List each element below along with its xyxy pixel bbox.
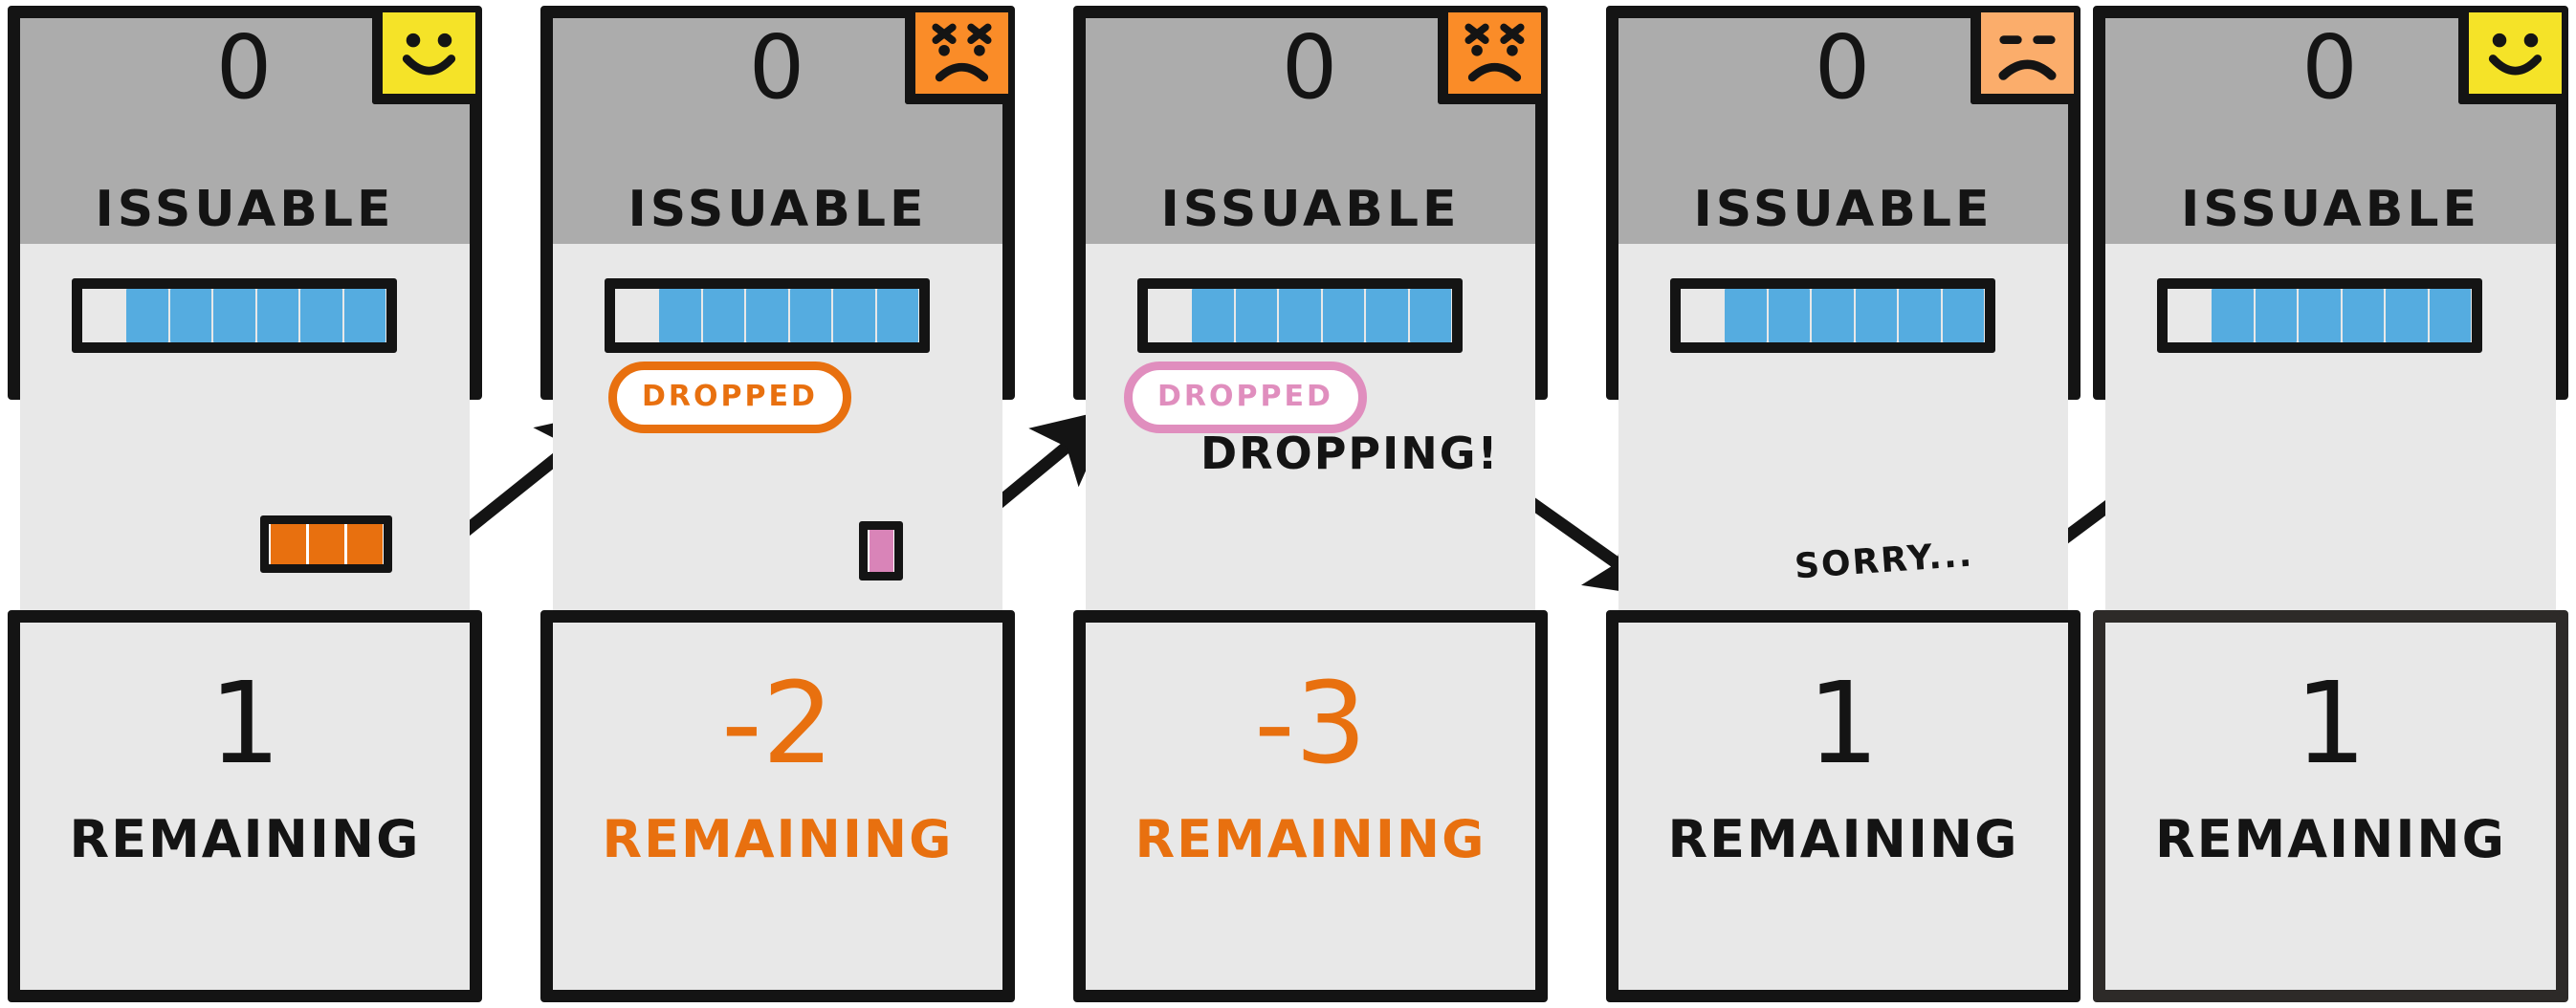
token-slot	[2342, 289, 2385, 342]
smiley-sad-icon	[1971, 12, 2074, 104]
token-slot	[702, 289, 745, 342]
card-header: 0 ISSUABLE	[1086, 12, 1541, 244]
remaining-label: REMAINING	[1667, 809, 2019, 869]
token-slot	[789, 289, 832, 342]
token-slot	[1322, 289, 1365, 342]
card-header: 0 ISSUABLE	[553, 12, 1008, 244]
dropping-annotation: DROPPING!	[1200, 427, 1500, 479]
token-slot	[1192, 289, 1234, 342]
token-progress-bar[interactable]	[605, 278, 930, 353]
issuable-label: ISSUABLE	[1160, 181, 1461, 238]
token-slot	[1682, 289, 1723, 342]
token-slot	[300, 289, 342, 342]
token-slot	[833, 289, 875, 342]
remaining-count: 1	[1807, 657, 1880, 789]
dropped-badge-label: DROPPED	[1157, 380, 1333, 413]
card-body	[1618, 244, 2068, 613]
token-slot	[83, 289, 124, 342]
token-slot	[256, 289, 299, 342]
remaining-card-5[interactable]: 1 REMAINING	[2093, 610, 2568, 1002]
token-slot	[1899, 289, 1941, 342]
remaining-count: -2	[721, 657, 834, 789]
smiley-happy-icon	[372, 12, 475, 104]
token-slot	[2429, 289, 2471, 342]
token-slot	[2212, 289, 2254, 342]
token-block	[270, 524, 306, 564]
token-slot	[1235, 289, 1278, 342]
dropped-badge-label: DROPPED	[642, 380, 818, 413]
token-slot	[616, 289, 657, 342]
card-body	[2105, 244, 2556, 613]
issuable-count: 0	[748, 16, 807, 119]
token-slot	[746, 289, 788, 342]
token-slot	[659, 289, 701, 342]
card-header: 0 ISSUABLE	[20, 12, 475, 244]
floating-token-group-orange	[260, 515, 392, 573]
issuable-card-5[interactable]: 0 ISSUABLE	[2093, 6, 2568, 613]
dropped-badge-pink: DROPPED	[1124, 362, 1367, 433]
remaining-card-2[interactable]: -2 REMAINING	[540, 610, 1015, 1002]
issuable-count: 0	[2301, 16, 2360, 119]
remaining-card-4[interactable]: 1 REMAINING	[1606, 610, 2081, 1002]
token-block	[308, 524, 344, 564]
issuable-count: 0	[215, 16, 275, 119]
smiley-angry-icon	[1438, 12, 1541, 104]
remaining-label: REMAINING	[602, 809, 954, 869]
token-slot	[1366, 289, 1408, 342]
issuable-card-2[interactable]: 0 ISSUABLE	[540, 6, 1015, 613]
issuable-card-1[interactable]: 0 ISSUABLE	[8, 6, 482, 613]
issuable-card-3[interactable]: 0 ISSUABLE	[1073, 6, 1548, 613]
token-slot	[2299, 289, 2341, 342]
token-slot	[2255, 289, 2298, 342]
token-slot	[876, 289, 918, 342]
dropped-badge-orange: DROPPED	[608, 362, 851, 433]
issuable-count: 0	[1814, 16, 1873, 119]
token-progress-bar[interactable]	[2157, 278, 2482, 353]
remaining-card-3[interactable]: -3 REMAINING	[1073, 610, 1548, 1002]
card-header: 0 ISSUABLE	[1618, 12, 2074, 244]
issuable-label: ISSUABLE	[2180, 181, 2481, 238]
token-block	[346, 524, 383, 564]
token-slot	[1725, 289, 1767, 342]
token-progress-bar[interactable]	[1670, 278, 1995, 353]
token-slot	[126, 289, 168, 342]
issuable-label: ISSUABLE	[95, 181, 395, 238]
token-progress-bar[interactable]	[1137, 278, 1463, 353]
token-slot	[169, 289, 212, 342]
card-body	[20, 244, 470, 613]
issuable-label: ISSUABLE	[627, 181, 928, 238]
remaining-count: 1	[209, 657, 281, 789]
token-slot	[1149, 289, 1190, 342]
remaining-label: REMAINING	[2155, 809, 2506, 869]
token-slot	[2169, 289, 2210, 342]
token-slot	[1942, 289, 1984, 342]
token-block	[869, 530, 893, 572]
token-slot	[1409, 289, 1451, 342]
issuable-label: ISSUABLE	[1693, 181, 1993, 238]
token-slot	[213, 289, 255, 342]
token-slot	[2386, 289, 2428, 342]
smiley-angry-icon	[905, 12, 1008, 104]
token-slot	[1855, 289, 1898, 342]
token-slot	[1768, 289, 1811, 342]
card-body	[553, 244, 1002, 613]
token-slot	[1812, 289, 1854, 342]
card-header: 0 ISSUABLE	[2105, 12, 2562, 244]
remaining-count: -3	[1254, 657, 1367, 789]
remaining-label: REMAINING	[1134, 809, 1486, 869]
smiley-happy-icon	[2458, 12, 2562, 104]
floating-token-group-pink	[859, 521, 903, 581]
token-slot	[1279, 289, 1321, 342]
token-progress-bar[interactable]	[72, 278, 397, 353]
issuable-count: 0	[1281, 16, 1340, 119]
remaining-count: 1	[2294, 657, 2367, 789]
remaining-card-1[interactable]: 1 REMAINING	[8, 610, 482, 1002]
remaining-label: REMAINING	[69, 809, 421, 869]
token-slot	[343, 289, 385, 342]
issuable-card-4[interactable]: 0 ISSUABLE	[1606, 6, 2081, 613]
